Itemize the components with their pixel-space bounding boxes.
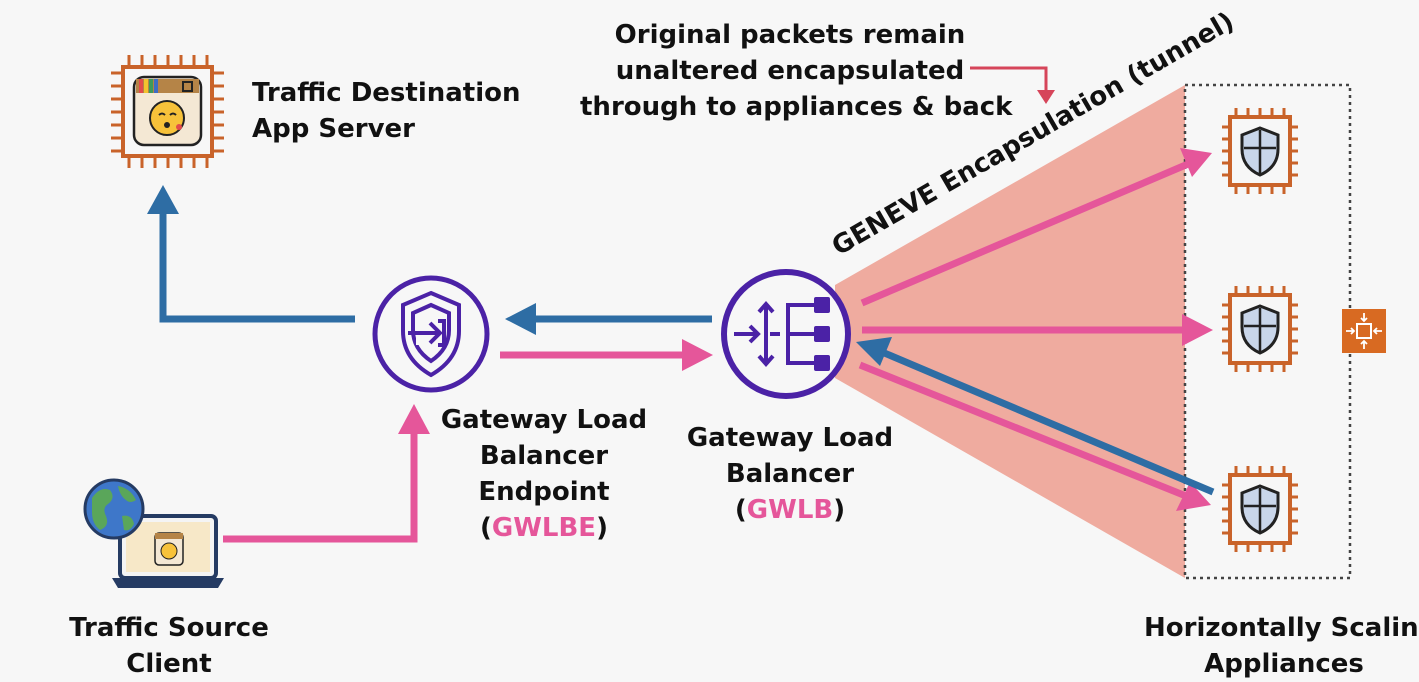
- laptop-globe-icon: [83, 478, 224, 588]
- gwlb-to-gwlbe-arrow: [505, 303, 712, 335]
- appliances-label: Horizontally Scaling Appliances: [1144, 610, 1419, 682]
- app-server-label-line1: Traffic Destination: [252, 78, 521, 108]
- app-server-chip-icon: [111, 55, 224, 168]
- gwlb-abbr: GWLB: [746, 495, 834, 525]
- appliance-shield-chip-icon: [1222, 108, 1298, 194]
- appliance-shield-chip-icon: [1222, 466, 1298, 552]
- gwlb-label: Gateway Load Balancer (GWLB): [676, 420, 904, 528]
- note-arrow: [970, 66, 1055, 104]
- gwlbe-label-line2: Balancer: [479, 441, 609, 471]
- note-label-line1: Original packets remain: [614, 20, 966, 50]
- gwlbe-abbr: GWLBE: [491, 513, 597, 543]
- client-label: Traffic Source Client: [62, 610, 276, 682]
- note-label-line2: unaltered encapsulated: [615, 56, 965, 86]
- gwlb-icon: [721, 269, 851, 399]
- paren-close: ): [833, 495, 846, 525]
- paren-open: (: [734, 495, 747, 525]
- client-label-line1: Traffic Source: [69, 613, 269, 643]
- gwlbe-label: Gateway Load Balancer Endpoint (GWLBE): [430, 402, 658, 546]
- paren-open: (: [480, 513, 492, 543]
- gwlbe-label-line1: Gateway Load: [440, 405, 648, 435]
- appliances-label-line2: Appliances: [1204, 649, 1364, 679]
- client-to-gwlbe-arrow: [223, 404, 430, 543]
- return-to-server-arrow: [147, 185, 355, 323]
- client-label-line2: Client: [126, 649, 212, 679]
- gwlb-label-line1: Gateway Load: [686, 423, 894, 453]
- gwlbe-abbr-line: (GWLBE): [430, 510, 658, 546]
- appliance-shield-chip-icon: [1222, 286, 1298, 372]
- appliance-to-gwlb-arrow: [856, 337, 1215, 496]
- gwlb-to-appliance-3-arrow: [858, 361, 1211, 511]
- appliances-label-line1: Horizontally Scaling: [1144, 613, 1419, 643]
- gwlb-label-line2: Balancer: [725, 459, 855, 489]
- gwlb-to-appliance-1-arrow: [860, 148, 1212, 307]
- note-label: Original packets remain unaltered encaps…: [580, 17, 1013, 125]
- gwlbe-label-line3: Endpoint: [478, 477, 610, 507]
- gwlbe-shield-icon: [372, 275, 490, 393]
- note-label-line3: through to appliances & back: [580, 92, 1013, 122]
- gwlbe-to-gwlb-arrow: [500, 339, 713, 371]
- gwlb-to-appliance-2-arrow: [862, 314, 1213, 346]
- gwlb-abbr-line: (GWLB): [676, 492, 904, 528]
- paren-close: ): [596, 513, 608, 543]
- app-server-label: Traffic Destination App Server: [252, 75, 521, 147]
- autoscaling-icon: [1342, 309, 1386, 353]
- app-server-label-line2: App Server: [252, 114, 415, 144]
